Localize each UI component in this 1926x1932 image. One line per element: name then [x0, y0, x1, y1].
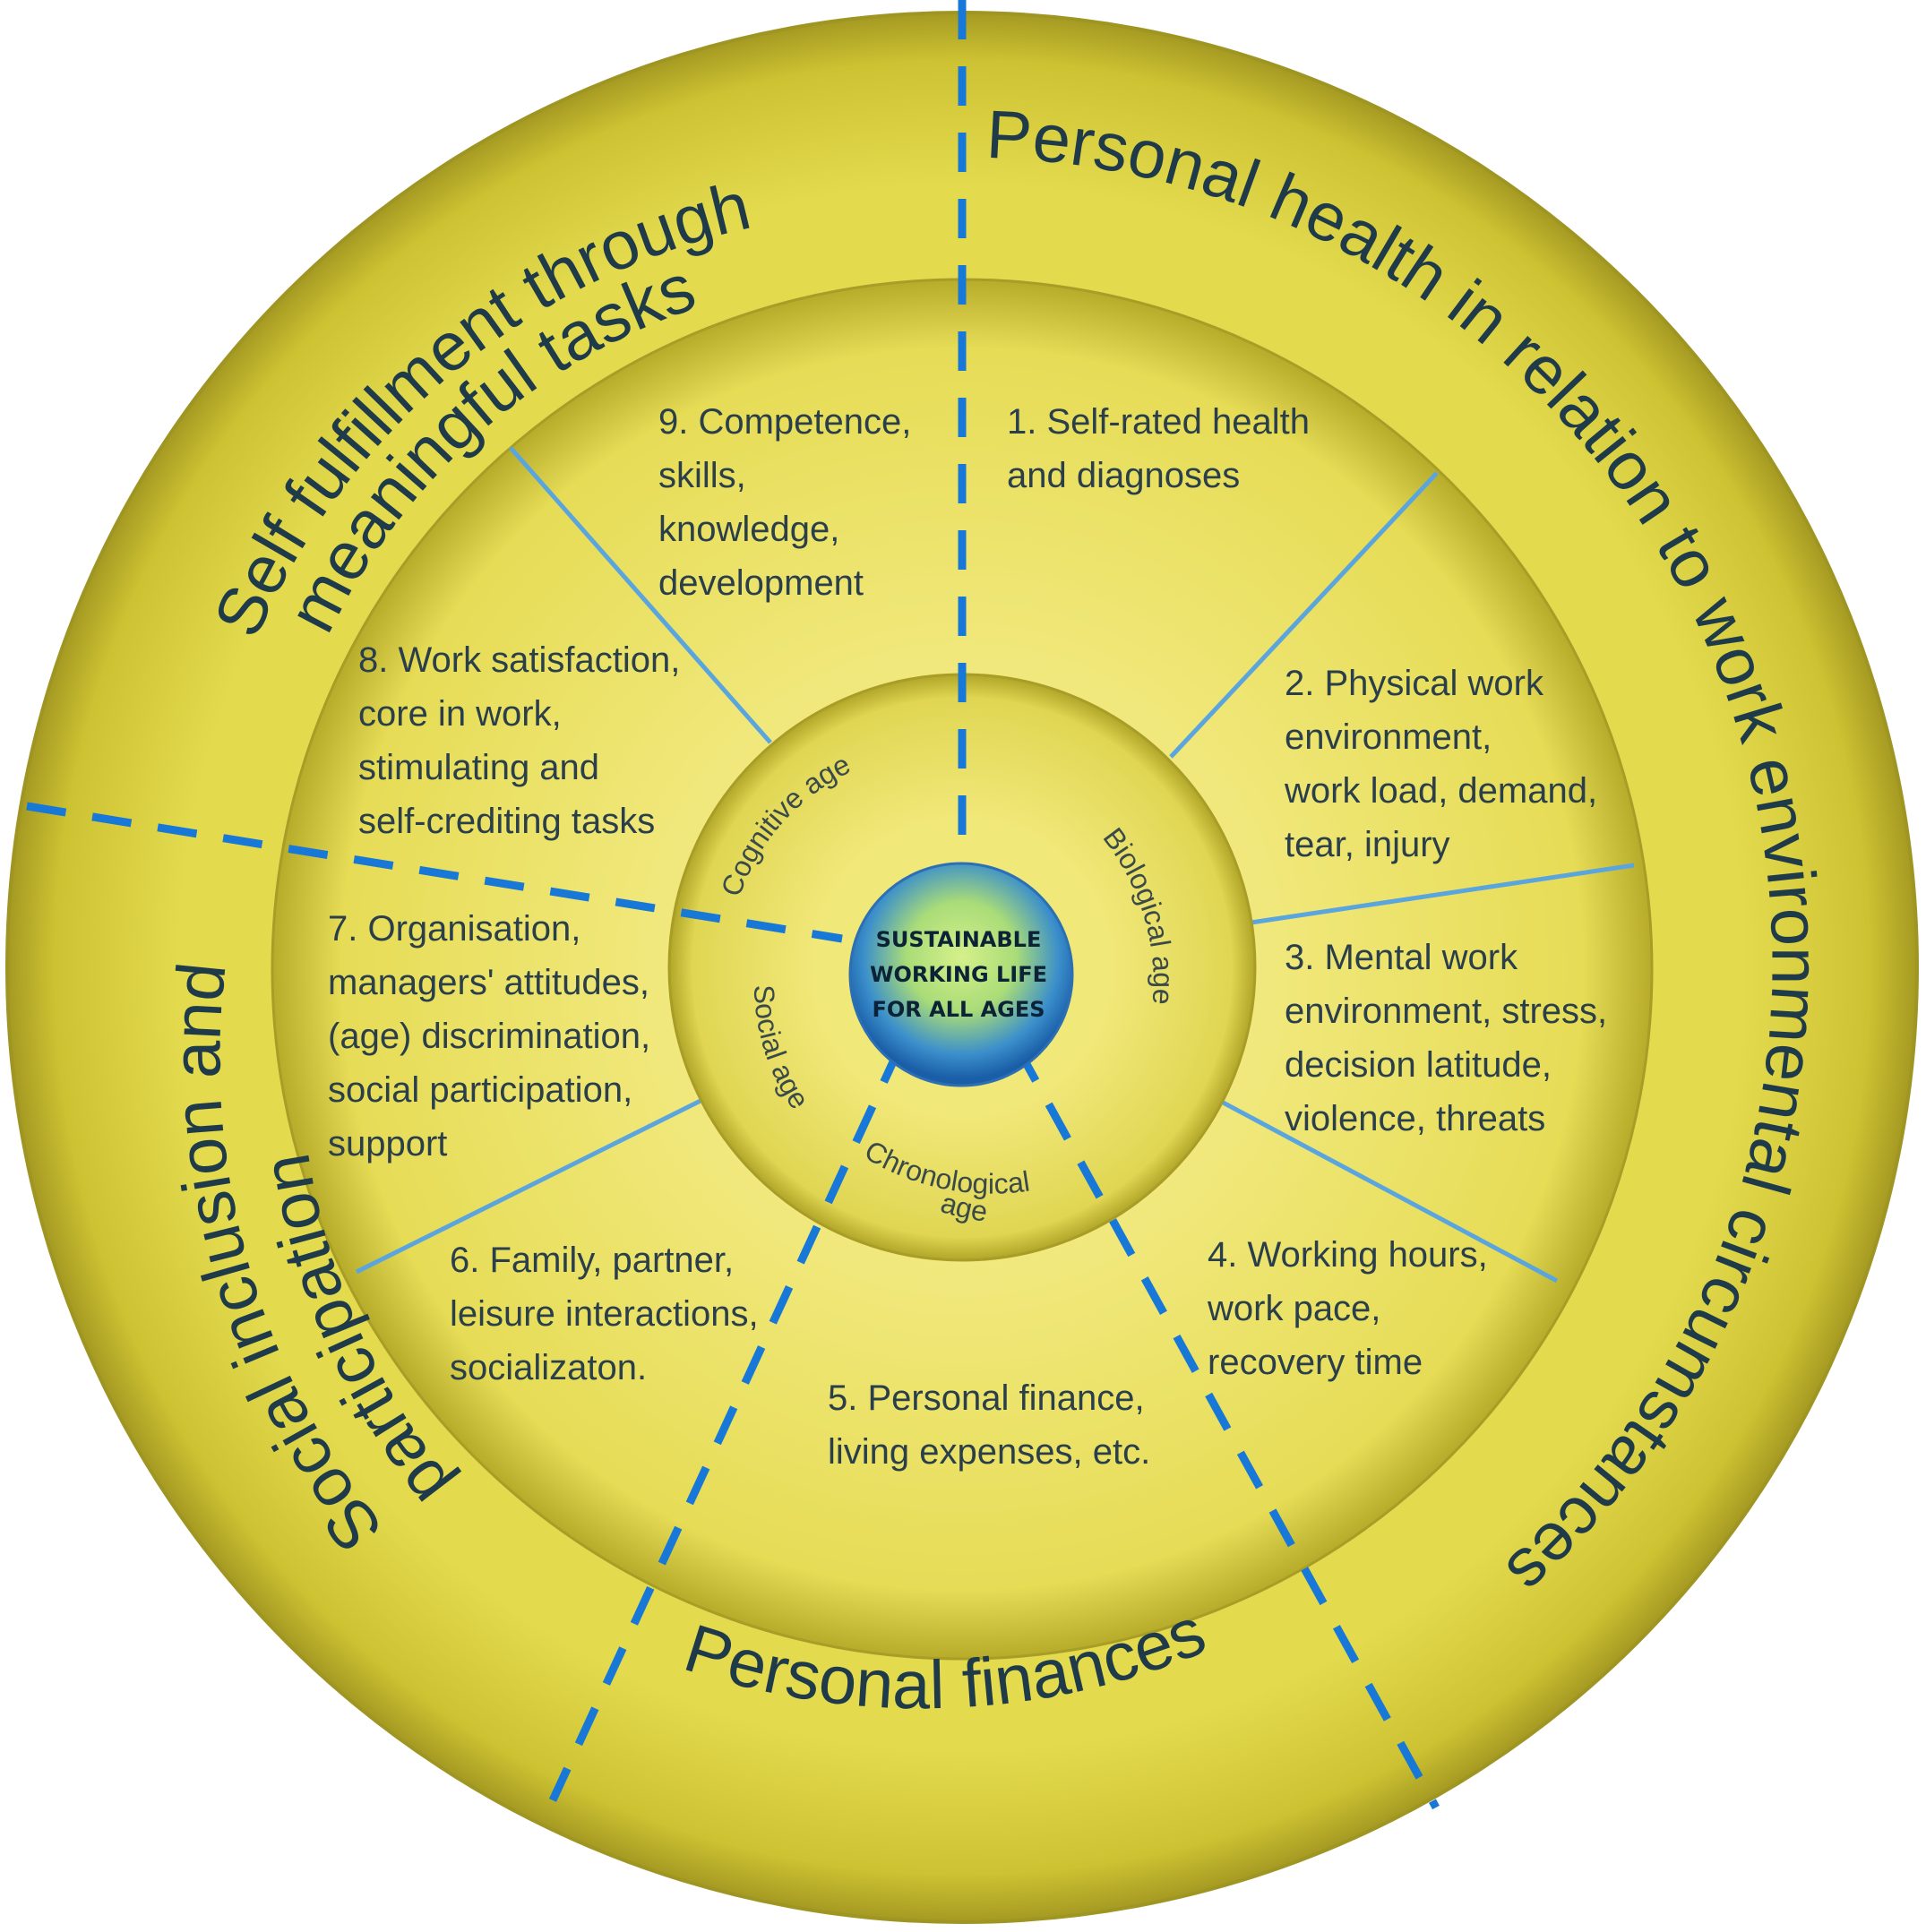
- factor-6-line-1: 6. Family, partner,: [450, 1241, 734, 1280]
- factor-3-line-2: environment, stress,: [1285, 992, 1607, 1031]
- factor-6-line-3: socializaton.: [450, 1348, 647, 1387]
- factor-4-line-1: 4. Working hours,: [1208, 1235, 1488, 1275]
- divider-1-2: [1169, 471, 1439, 759]
- factor-2-line-3: work load, demand,: [1284, 771, 1597, 811]
- factor-3-line-1: 3. Mental work: [1285, 938, 1518, 977]
- factor-6-line-2: leisure interactions,: [450, 1294, 759, 1334]
- factor-3: 3. Mental work environment, stress, deci…: [1285, 938, 1607, 1138]
- factor-7-line-1: 7. Organisation,: [328, 909, 580, 949]
- factor-9-line-2: skills,: [658, 456, 746, 495]
- factor-4-line-3: recovery time: [1208, 1343, 1423, 1382]
- factor-dividers: [355, 446, 1635, 1284]
- factor-8: 8. Work satisfaction, core in work, stim…: [358, 640, 680, 841]
- factor-9-line-1: 9. Competence,: [658, 402, 911, 442]
- factor-2-line-1: 2. Physical work: [1285, 664, 1544, 703]
- factor-9-line-3: knowledge,: [658, 510, 839, 549]
- factor-8-line-2: core in work,: [358, 694, 562, 734]
- factor-4-line-2: work pace,: [1207, 1289, 1380, 1328]
- factor-7-line-2: managers' attitudes,: [328, 963, 649, 1002]
- factor-2-line-2: environment,: [1285, 717, 1492, 757]
- factor-5-line-2: living expenses, etc.: [828, 1432, 1150, 1472]
- factor-2-line-4: tear, injury: [1285, 825, 1450, 864]
- factor-6: 6. Family, partner, leisure interactions…: [450, 1241, 759, 1387]
- factor-5: 5. Personal finance, living expenses, et…: [828, 1378, 1150, 1472]
- factor-7-line-5: support: [328, 1124, 447, 1163]
- factor-8-line-3: stimulating and: [358, 748, 599, 787]
- divider-3-4: [1213, 1095, 1559, 1284]
- factor-1-line-2: and diagnoses: [1007, 456, 1240, 495]
- factor-8-line-1: 8. Work satisfaction,: [358, 640, 680, 680]
- factor-7-line-4: social participation,: [328, 1070, 632, 1110]
- factor-7-line-3: (age) discrimination,: [328, 1017, 650, 1056]
- dashed-boundary-bottom-left: [548, 1044, 905, 1802]
- dashed-boundary-left: [26, 802, 843, 943]
- factor-4: 4. Working hours, work pace, recovery ti…: [1207, 1235, 1488, 1382]
- dashed-boundary-bottom-right: [1013, 1043, 1440, 1810]
- factor-1-line-1: 1. Self-rated health: [1007, 402, 1310, 442]
- factor-3-line-4: violence, threats: [1285, 1099, 1545, 1138]
- factor-1: 1. Self-rated health and diagnoses: [1007, 402, 1310, 495]
- center-title-line-3: FOR ALL AGES: [872, 997, 1045, 1022]
- center-title-line-1: SUSTAINABLE: [876, 927, 1042, 952]
- factor-9-line-4: development: [658, 563, 864, 603]
- factor-9: 9. Competence, skills, knowledge, develo…: [658, 402, 911, 603]
- factor-7: 7. Organisation, managers' attitudes, (a…: [328, 909, 650, 1163]
- factor-2: 2. Physical work environment, work load,…: [1284, 664, 1597, 864]
- domain-boundaries: [26, 0, 1440, 1810]
- center-circle: [848, 862, 1074, 1087]
- factor-8-line-4: self-crediting tasks: [358, 802, 655, 841]
- factor-3-line-3: decision latitude,: [1285, 1045, 1552, 1085]
- factor-5-line-1: 5. Personal finance,: [828, 1378, 1145, 1418]
- divider-6-7: [355, 1095, 708, 1275]
- divider-8-9: [509, 446, 772, 744]
- divider-2-3: [1244, 863, 1635, 926]
- center-title-line-2: WORKING LIFE: [870, 962, 1047, 987]
